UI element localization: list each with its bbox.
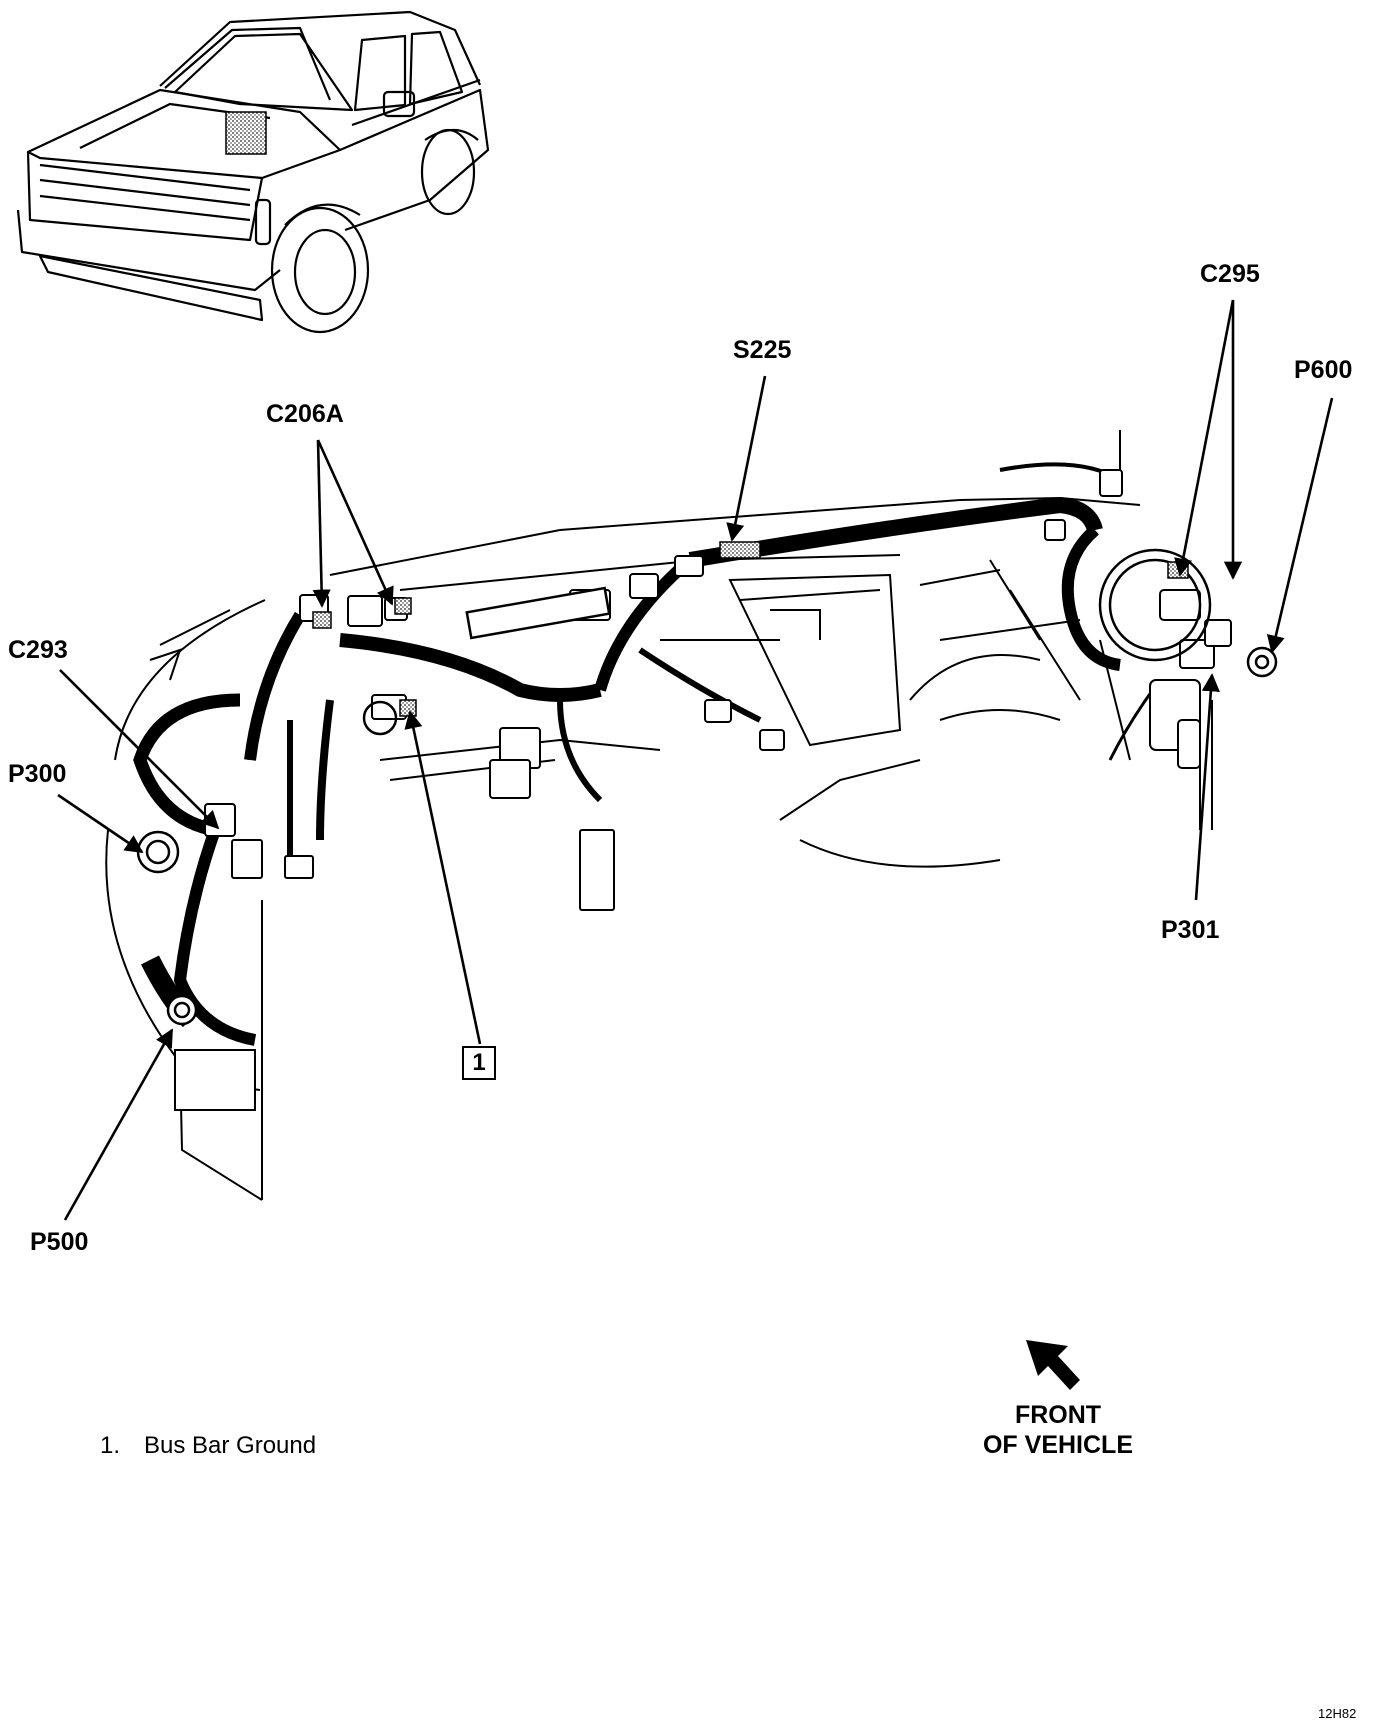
legend-text: Bus Bar Ground (144, 1432, 317, 1459)
label-c293: C293 (8, 636, 68, 664)
instrument-panel-outline (105, 496, 1213, 1201)
vehicle-locator-icon (16, 10, 490, 334)
front-line-2: OF VEHICLE (982, 1431, 1133, 1459)
front-of-vehicle-label: FRONT OF VEHICLE (948, 1400, 1168, 1460)
label-s225: S225 (733, 336, 792, 364)
label-c206a: C206A (266, 400, 344, 428)
label-c295: C295 (1200, 260, 1260, 288)
label-p600: P600 (1294, 356, 1353, 384)
locator-highlight (225, 111, 267, 155)
front-line-1: FRONT (1014, 1401, 1102, 1429)
callout-1: 1 (462, 1046, 496, 1080)
leader-arrows (57, 299, 1334, 1221)
front-arrow-icon (1026, 1340, 1080, 1390)
highlighted-components (312, 541, 1189, 717)
wiring-harness (133, 430, 1162, 1046)
label-p300: P300 (8, 760, 67, 788)
legend-item: 1. Bus Bar Ground (100, 1432, 316, 1460)
connector-shapes (174, 469, 1232, 1111)
legend-number: 1. (100, 1432, 121, 1459)
label-p500: P500 (30, 1228, 89, 1256)
figure-id: 12H82 (1318, 1706, 1357, 1721)
label-p301: P301 (1161, 916, 1220, 944)
grommet-shapes (136, 548, 1278, 1026)
